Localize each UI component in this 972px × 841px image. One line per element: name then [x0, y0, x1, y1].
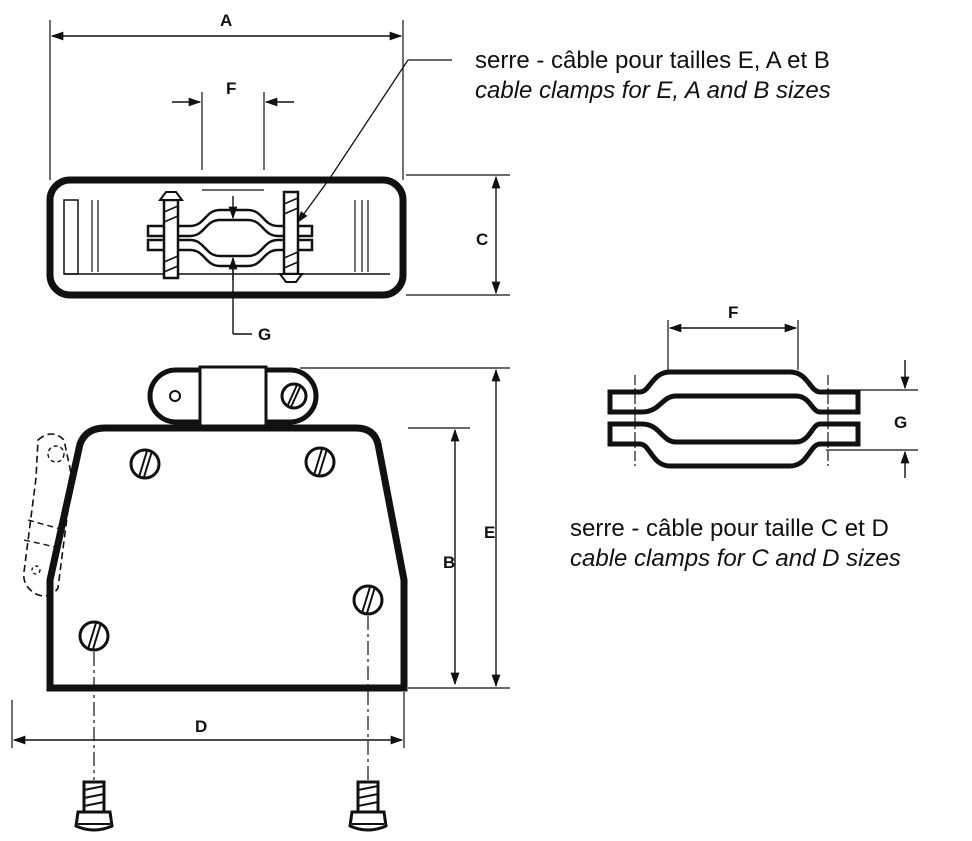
dimension-label-f-clamp: F	[728, 303, 738, 322]
dimension-label-a: A	[220, 11, 232, 30]
mounting-screw-icon	[348, 780, 388, 832]
top-view	[46, 20, 510, 335]
top-view-housing	[46, 176, 407, 299]
front-view	[11, 365, 510, 780]
clamp-cd-upper-plate	[607, 369, 861, 415]
mounting-screw-icon	[74, 780, 114, 832]
dimension-label-f-top: F	[226, 79, 236, 98]
top-clamp-upper-plate	[146, 208, 314, 238]
dimension-label-g-top: G	[258, 325, 271, 344]
clamp-cd-lower-plate	[607, 421, 861, 469]
caption-clamp-eab-english: cable clamps for E, A and B sizes	[475, 77, 831, 104]
body-screw-icon	[78, 620, 110, 652]
body-screw-icon	[352, 584, 384, 616]
caption-clamp-cd-french: serre - câble pour taille C et D	[570, 515, 889, 542]
front-view-body	[46, 424, 408, 692]
caption-clamp-cd-english: cable clamps for C and D sizes	[570, 545, 901, 572]
caption-clamp-eab-french: serre - câble pour tailles E, A et B	[475, 47, 830, 74]
alternate-tab-position	[22, 433, 73, 597]
body-screw-icon	[304, 446, 336, 478]
clamp-cd-detail	[607, 320, 918, 478]
dimension-label-d: D	[195, 717, 207, 736]
dimension-label-g-clamp: G	[894, 413, 907, 432]
top-clamp-lower-plate	[146, 238, 314, 268]
dimension-label-b: B	[443, 553, 455, 572]
dimension-label-c: C	[476, 230, 488, 249]
body-screw-icon	[129, 448, 161, 480]
top-clamp-right-screw	[282, 190, 300, 276]
tab-screw-icon	[280, 382, 308, 410]
dimension-label-e: E	[484, 523, 495, 542]
